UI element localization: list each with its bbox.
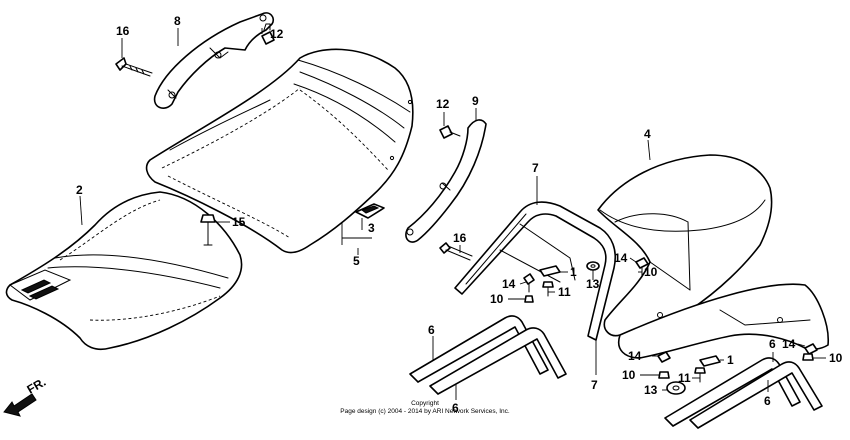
grab-rail-right bbox=[405, 119, 487, 243]
callout-2: 2 bbox=[76, 183, 83, 197]
callout-10: 10 bbox=[644, 265, 658, 279]
fasteners-left bbox=[523, 257, 649, 303]
bolt-12-top bbox=[261, 23, 275, 45]
callout-15: 15 bbox=[232, 215, 246, 229]
callout-5: 5 bbox=[353, 254, 360, 268]
callout-13: 13 bbox=[586, 277, 600, 291]
callout-6: 6 bbox=[428, 323, 435, 337]
callout-11: 11 bbox=[678, 371, 691, 385]
callout-7: 7 bbox=[591, 378, 598, 392]
bolt-16-top bbox=[115, 57, 153, 77]
callout-6: 6 bbox=[452, 401, 459, 415]
callout-6: 6 bbox=[764, 394, 771, 408]
callout-11: 11 bbox=[558, 285, 571, 299]
copyright-notice: Copyright Page design (c) 2004 - 2014 by… bbox=[340, 400, 510, 415]
callout-3: 3 bbox=[368, 221, 375, 235]
main-seat bbox=[145, 48, 414, 254]
direction-label: FR. bbox=[25, 375, 49, 397]
callout-7: 7 bbox=[532, 161, 539, 175]
side-strips-center bbox=[409, 315, 567, 395]
rear-cowl bbox=[597, 154, 829, 359]
callout-10: 10 bbox=[490, 292, 504, 306]
callout-16: 16 bbox=[116, 24, 130, 38]
callout-10: 10 bbox=[829, 351, 843, 365]
callouts: 16 8 12 12 9 4 7 2 15 3 5 16 1 13 14 11 … bbox=[76, 14, 843, 415]
callout-6: 6 bbox=[769, 337, 776, 351]
callout-8: 8 bbox=[174, 14, 181, 28]
seat-rail-frame bbox=[454, 201, 616, 341]
fasteners-right bbox=[657, 343, 818, 395]
seat-bracket bbox=[355, 203, 385, 219]
bolt-16-right bbox=[439, 242, 473, 261]
copyright-line-2: Page design (c) 2004 - 2014 by ARI Netwo… bbox=[340, 408, 510, 415]
callout-14: 14 bbox=[628, 349, 642, 363]
callout-14: 14 bbox=[782, 337, 796, 351]
callout-10: 10 bbox=[622, 368, 636, 382]
front-direction-arrow: FR. bbox=[3, 375, 49, 417]
callout-9: 9 bbox=[472, 94, 479, 108]
callout-1: 1 bbox=[727, 353, 734, 367]
callout-12: 12 bbox=[270, 27, 284, 41]
front-seat bbox=[5, 191, 243, 351]
callout-4: 4 bbox=[644, 127, 651, 141]
callout-14: 14 bbox=[502, 277, 516, 291]
callout-1: 1 bbox=[570, 265, 577, 279]
copyright-line-1: Copyright bbox=[411, 400, 439, 407]
grab-rail-left bbox=[153, 12, 275, 109]
callout-12: 12 bbox=[436, 97, 450, 111]
leader-lines bbox=[79, 28, 826, 400]
callout-16: 16 bbox=[453, 231, 467, 245]
bolt-12-right bbox=[439, 125, 461, 139]
callout-13: 13 bbox=[644, 383, 658, 397]
callout-14: 14 bbox=[614, 251, 628, 265]
side-strips-right bbox=[664, 357, 823, 429]
